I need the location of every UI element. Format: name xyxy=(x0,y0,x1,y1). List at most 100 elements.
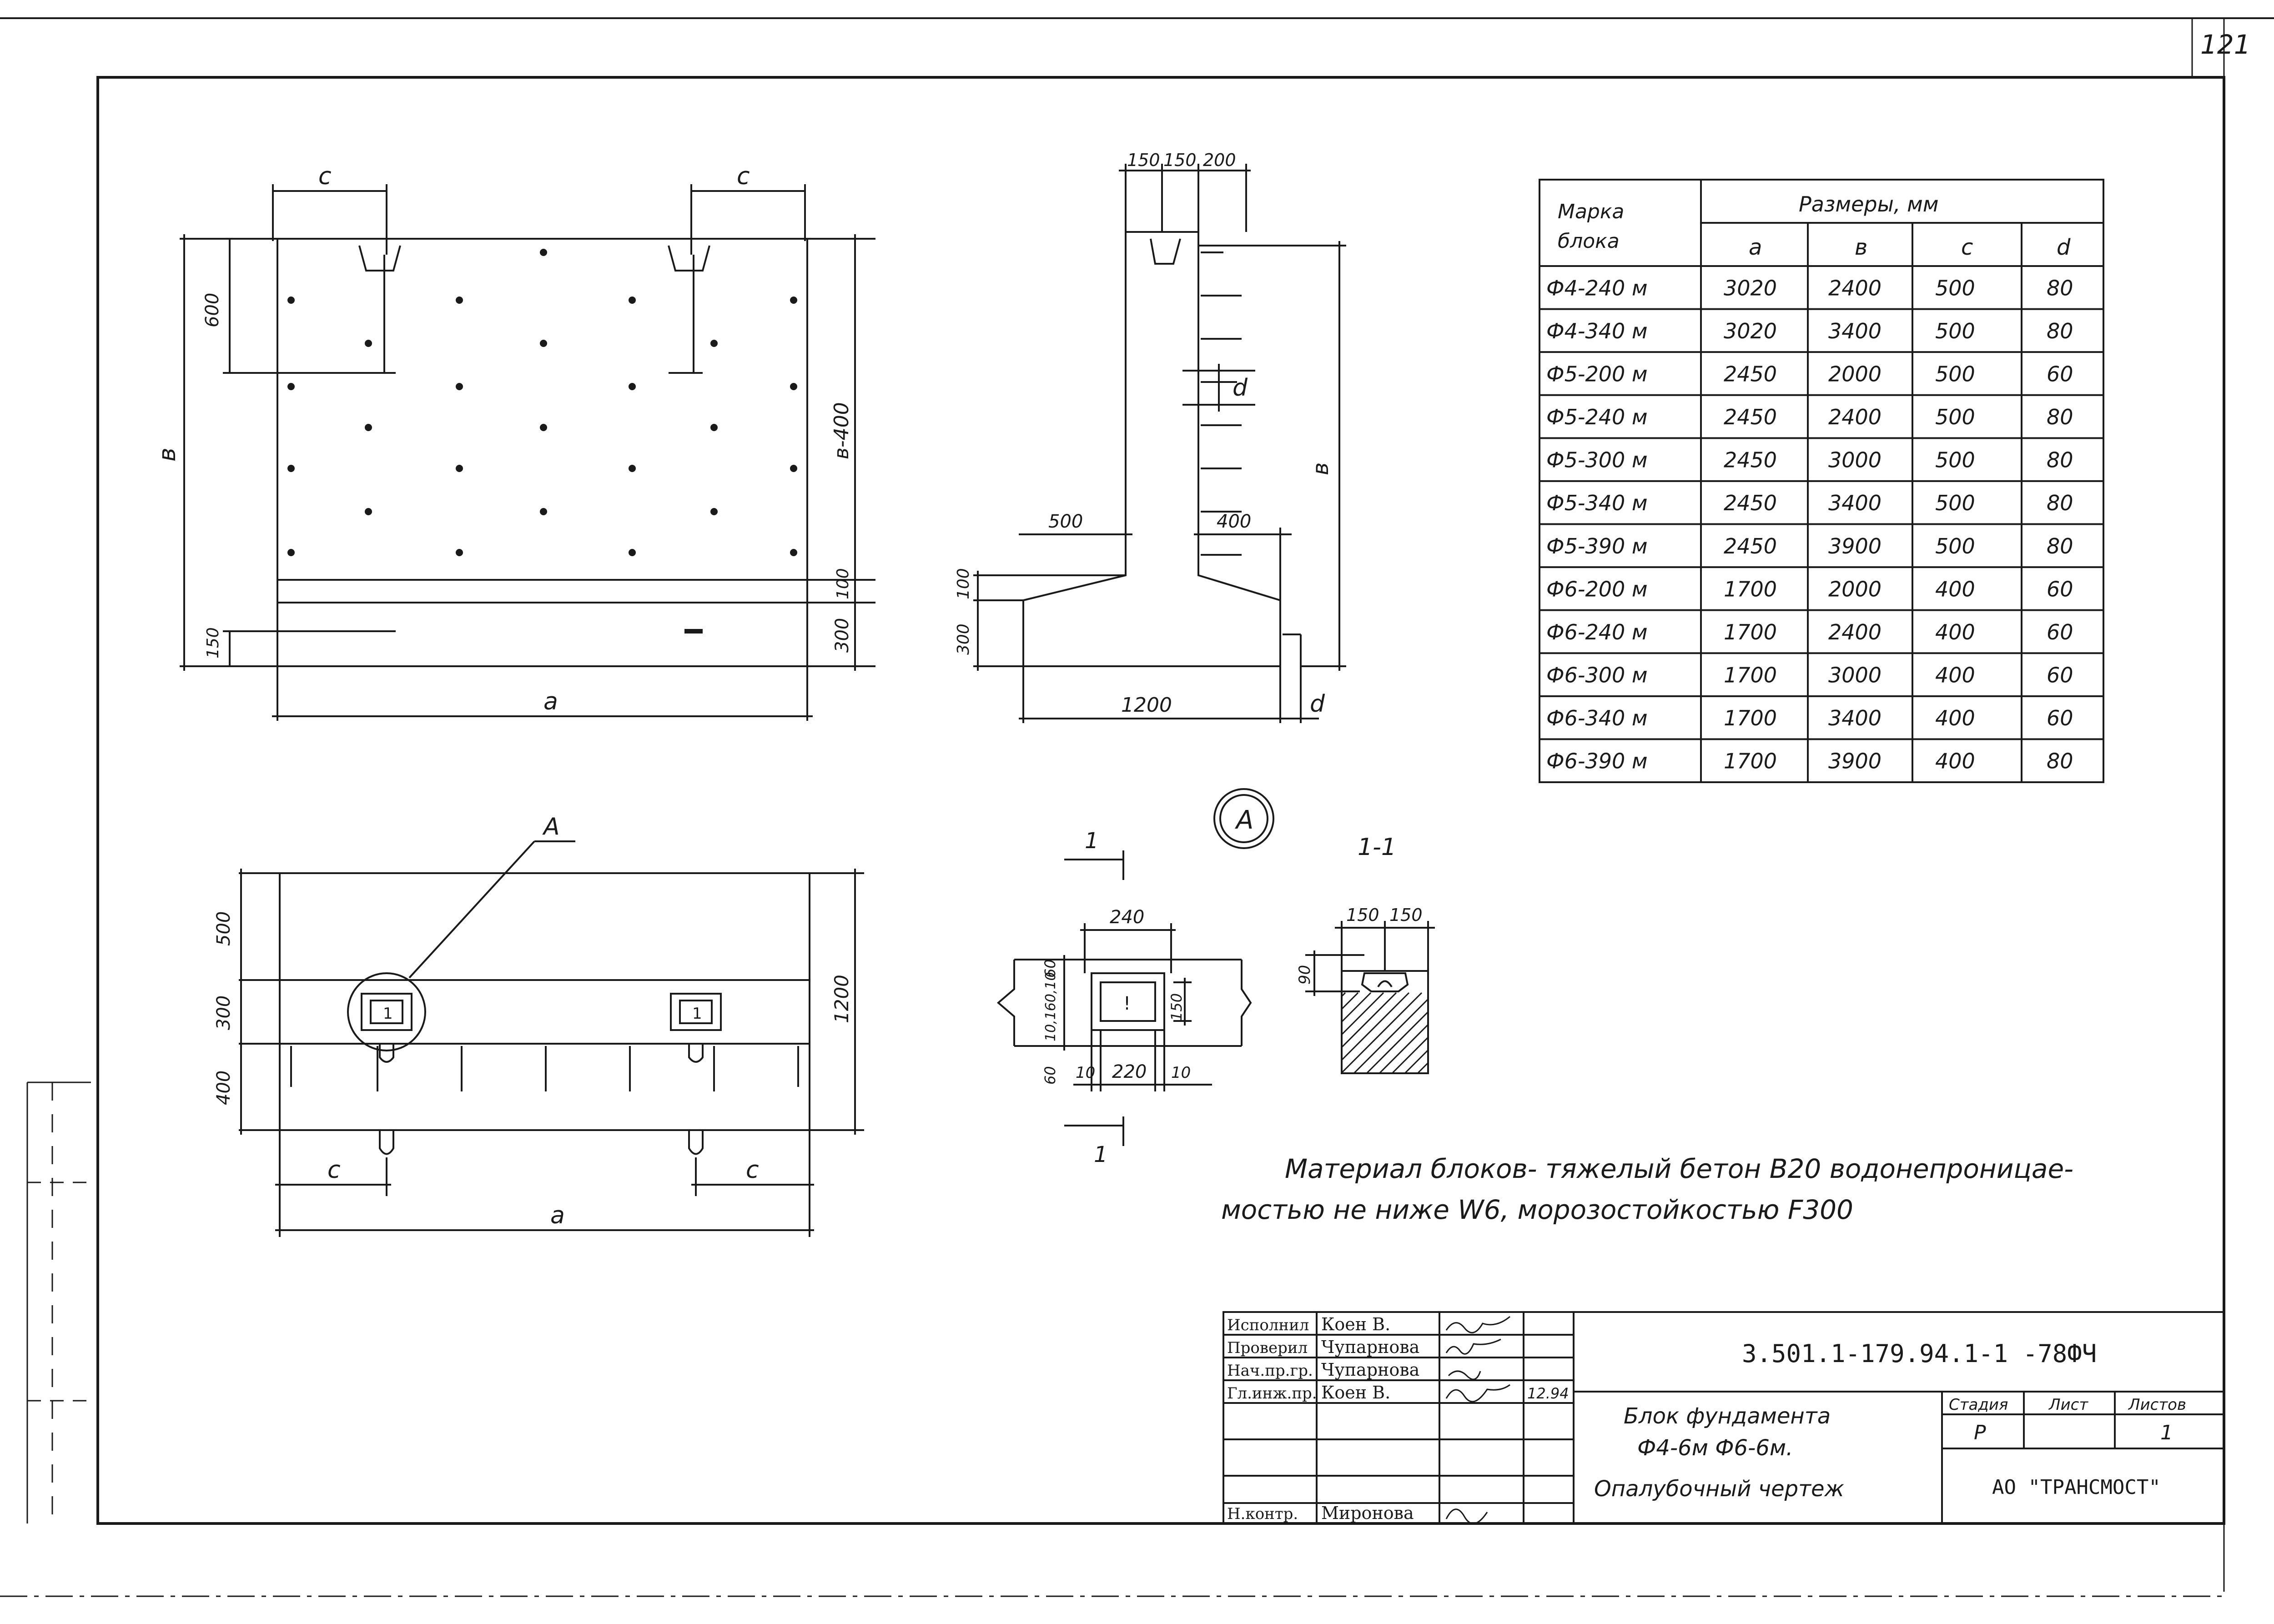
cell-a: 2450 xyxy=(1724,534,1777,558)
side-dim-b: в xyxy=(1308,463,1333,475)
cell-mark: Ф6-340 м xyxy=(1546,706,1648,730)
side-label-d-bottom: d xyxy=(1310,690,1325,718)
plan-bottom-dim-500: 500 xyxy=(213,911,234,946)
dimensions-table xyxy=(1539,179,2104,783)
cell-b: 2000 xyxy=(1828,577,1882,601)
cell-a: 2450 xyxy=(1724,491,1777,515)
plan-top-dim-b-minus-400: в-400 xyxy=(830,402,853,459)
cell-d: 80 xyxy=(2047,319,2073,343)
plan-top-dim-100: 100 xyxy=(834,568,852,599)
title-block-date: 12.94 xyxy=(1527,1385,1569,1402)
hatch-line xyxy=(1341,992,1397,1048)
cell-mark: Ф6-300 м xyxy=(1546,663,1648,688)
cell-mark: Ф4-340 м xyxy=(1546,319,1648,343)
table-row: Ф6-200 м 1700 2000 400 60 xyxy=(1546,577,2073,601)
cell-a: 1700 xyxy=(1724,749,1777,774)
cell-c: 400 xyxy=(1935,577,1975,601)
cell-mark: Ф6-200 м xyxy=(1546,577,1648,601)
plan-top-dim-150: 150 xyxy=(204,627,222,659)
detail-A-dim-10-left: 10 xyxy=(1076,1064,1095,1082)
side-dim-100: 100 xyxy=(954,568,973,599)
hatch-line xyxy=(1341,992,1359,1010)
reinforcement-dots xyxy=(287,249,797,556)
sheet-frame xyxy=(0,17,2274,1597)
insert-mark-left: 1 xyxy=(383,1005,393,1023)
cell-mark: Ф5-200 м xyxy=(1546,362,1648,386)
cell-a: 2450 xyxy=(1724,362,1777,386)
detail-A-dim-10-right: 10 xyxy=(1171,1064,1191,1082)
cell-c: 500 xyxy=(1935,534,1975,558)
cell-c: 500 xyxy=(1935,448,1975,473)
cell-d: 80 xyxy=(2047,276,2073,300)
hatch-line xyxy=(1417,1062,1429,1074)
cell-c: 500 xyxy=(1935,491,1975,515)
side-dim-400: 400 xyxy=(1217,511,1251,532)
title-block-name: Миронова xyxy=(1321,1503,1414,1523)
side-dim-1200: 1200 xyxy=(1121,694,1172,717)
cell-b: 3000 xyxy=(1828,663,1882,688)
hatch-line xyxy=(1341,992,1410,1061)
cell-b: 2400 xyxy=(1828,405,1882,429)
cell-c: 500 xyxy=(1935,362,1975,386)
cell-c: 400 xyxy=(1935,663,1975,688)
cell-a: 3020 xyxy=(1724,276,1777,300)
table-col-b: в xyxy=(1855,235,1867,260)
cell-mark: Ф5-240 м xyxy=(1546,405,1648,429)
cell-c: 400 xyxy=(1935,706,1975,730)
hatch-line xyxy=(1341,992,1423,1074)
sheets-header: Листов xyxy=(2128,1396,2186,1414)
cell-b: 3400 xyxy=(1828,319,1882,343)
detail-A-dim-220: 220 xyxy=(1112,1061,1147,1082)
detail-A-cut-top: 1 xyxy=(1085,828,1099,854)
hatch-line xyxy=(1341,992,1346,997)
table-header-sizes: Размеры, мм xyxy=(1799,192,1939,216)
hatch-line xyxy=(1366,1011,1429,1074)
drawing-title-line1: Блок фундамента xyxy=(1624,1403,1831,1429)
plan-bottom-view xyxy=(239,840,864,1237)
cell-b: 3900 xyxy=(1828,749,1882,774)
title-block-name: Коен В. xyxy=(1321,1314,1390,1334)
plan-top-view xyxy=(180,184,875,721)
cell-mark: Ф4-240 м xyxy=(1546,276,1648,300)
cell-c: 500 xyxy=(1935,319,1975,343)
drawing-title-line3: Опалубочный чертеж xyxy=(1594,1476,1844,1502)
section-1-1-title: 1-1 xyxy=(1358,834,1396,861)
drawing-title-line2: Ф4-6м Ф6-6м. xyxy=(1637,1435,1793,1461)
cell-mark: Ф6-240 м xyxy=(1546,620,1648,644)
cell-a: 1700 xyxy=(1724,577,1777,601)
cell-d: 60 xyxy=(2047,663,2073,688)
cell-d: 60 xyxy=(2047,577,2073,601)
side-dim-200: 200 xyxy=(1203,150,1236,170)
plan-bottom-dim-1200: 1200 xyxy=(830,975,853,1023)
signatures xyxy=(1445,1316,1510,1524)
cell-c: 500 xyxy=(1935,405,1975,429)
cell-mark: Ф6-390 м xyxy=(1546,749,1648,774)
table-header-mark-1: Марка xyxy=(1558,200,1624,223)
title-block-role: Исполнил xyxy=(1227,1316,1309,1334)
cell-d: 80 xyxy=(2047,448,2073,473)
cell-d: 80 xyxy=(2047,491,2073,515)
side-dim-150a: 150 xyxy=(1127,150,1160,170)
table-col-c: c xyxy=(1961,235,1973,260)
title-block-role: Гл.инж.пр. xyxy=(1227,1384,1317,1403)
cell-b: 3400 xyxy=(1828,706,1882,730)
cell-c: 500 xyxy=(1935,276,1975,300)
hatch-line xyxy=(1378,1024,1429,1074)
sheet-value: 1 xyxy=(2160,1421,2173,1444)
plan-bottom-dim-a: a xyxy=(550,1202,565,1229)
cell-b: 2400 xyxy=(1828,620,1882,644)
detail-A-dim-60-top: 60 xyxy=(1041,959,1059,978)
title-block-name: Чупарнова xyxy=(1321,1360,1419,1380)
title-block-role: Н.контр. xyxy=(1227,1505,1298,1523)
cell-d: 80 xyxy=(2047,534,2073,558)
stage-header: Стадия xyxy=(1949,1396,2008,1414)
title-block-name: Коен В. xyxy=(1321,1383,1390,1403)
cell-d: 60 xyxy=(2047,706,2073,730)
side-label-d-mid: d xyxy=(1233,374,1248,402)
